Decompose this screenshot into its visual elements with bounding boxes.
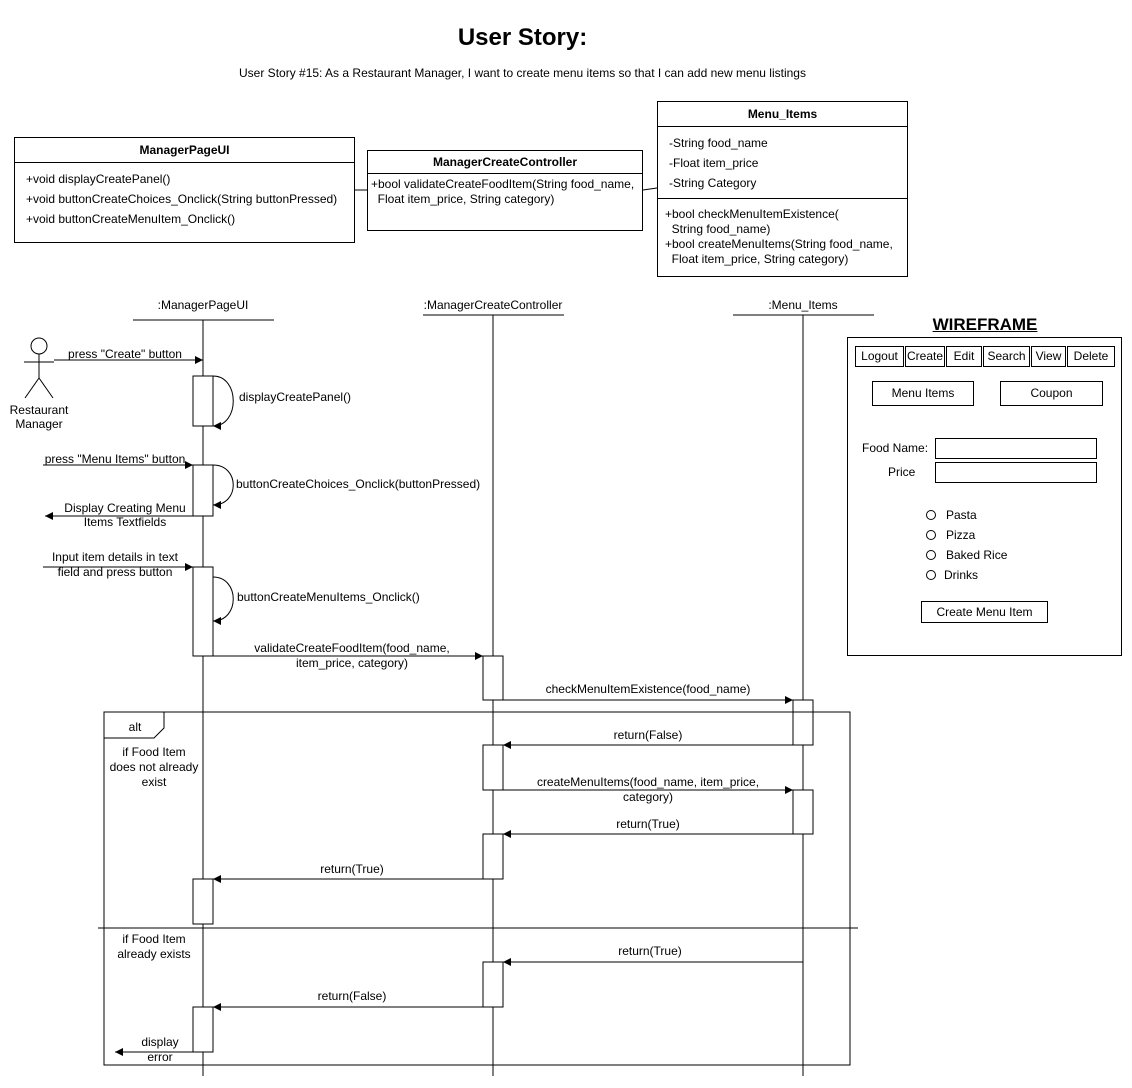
coupon-button[interactable]: Coupon (1000, 381, 1103, 406)
association-line (642, 187, 658, 191)
message-label: checkMenuItemExistence(food_name) (546, 682, 751, 696)
method: +void buttonCreateChoices_Onclick(String… (26, 192, 338, 206)
user-story-text: User Story #15: As a Restaurant Manager,… (239, 66, 806, 80)
toolbar-logout-button[interactable]: Logout (855, 346, 904, 367)
wireframe-frame: Logout Create Edit Search View Delete Me… (847, 337, 1122, 656)
guard-text: if Food Item (122, 932, 185, 946)
actor-icon (24, 337, 54, 399)
message-label: return(False) (614, 728, 683, 742)
actor-label: Manager (15, 417, 62, 431)
food-name-label: Food Name: (862, 441, 929, 455)
message-label: return(True) (618, 944, 682, 958)
category-label: Drinks (944, 568, 979, 582)
menu-items-button[interactable]: Menu Items (872, 381, 974, 406)
message-label: field and press button (58, 565, 173, 579)
wireframe-title: WIREFRAME (932, 315, 1038, 334)
message-label: press "Create" button (68, 347, 182, 361)
message-label: Display Creating Menu (64, 501, 185, 515)
message-label: buttonCreateMenuItems_Onclick() (237, 590, 420, 604)
activation-box (482, 833, 504, 880)
category-radio-pasta[interactable] (926, 510, 936, 520)
actor-label: Restaurant (10, 403, 69, 417)
message-label: return(False) (318, 989, 387, 1003)
activation-box (192, 1006, 214, 1053)
method: +bool checkMenuItemExistence( (665, 207, 839, 221)
page-title: User Story: (457, 24, 588, 51)
activation-box (792, 699, 814, 746)
toolbar-delete-button[interactable]: Delete (1067, 346, 1115, 367)
alt-fragment-tag (104, 711, 165, 739)
class-name: ManagerPageUI (15, 138, 354, 163)
message-label: displayCreatePanel() (239, 390, 351, 404)
lifeline-label: :ManagerCreateController (424, 298, 563, 312)
activation-box (192, 566, 214, 657)
activation-box (482, 655, 504, 701)
class-name: ManagerCreateController (368, 151, 642, 174)
message-label: Input item details in text (52, 550, 179, 564)
alt-label: alt (129, 720, 142, 734)
message-label: press "Menu Items" button (45, 452, 186, 466)
activation-box (482, 961, 504, 1008)
self-message-arrow (212, 576, 234, 625)
category-label: Baked Rice (946, 548, 1008, 562)
class-manager-page-ui: ManagerPageUI +void displayCreatePanel()… (14, 137, 355, 243)
category-radio-pizza[interactable] (926, 530, 936, 540)
activation-box (192, 878, 214, 925)
guard-text: does not already (110, 760, 199, 774)
lifeline-label: :ManagerPageUI (158, 298, 249, 312)
method: +bool createMenuItems(String food_name, (665, 237, 893, 251)
method: +bool validateCreateFoodItem(String food… (371, 177, 635, 191)
message-label: item_price, category) (296, 656, 408, 670)
activation-box (192, 375, 214, 427)
class-menu-items: Menu_Items -String food_name -Float item… (657, 101, 908, 277)
message-label: error (147, 1050, 172, 1064)
class-manager-create-controller: ManagerCreateController +bool validateCr… (367, 150, 643, 231)
activation-box (192, 464, 214, 517)
toolbar-view-button[interactable]: View (1031, 346, 1066, 367)
price-label: Price (888, 465, 916, 479)
method: +void buttonCreateMenuItem_Onclick() (26, 212, 236, 226)
self-message-arrow (212, 464, 234, 509)
message-label: return(True) (320, 862, 384, 876)
method: Float item_price, String category) (371, 192, 555, 206)
attribute: -String Category (669, 176, 757, 190)
activation-box (482, 744, 504, 791)
toolbar-search-button[interactable]: Search (983, 346, 1030, 367)
message-label: createMenuItems(food_name, item_price, (537, 775, 759, 789)
attribute: -Float item_price (669, 156, 759, 170)
guard-text: if Food Item (122, 745, 185, 759)
guard-text: exist (142, 775, 167, 789)
message-label: Items Textfields (84, 515, 166, 529)
method: Float item_price, String category) (665, 252, 849, 266)
create-menu-item-button[interactable]: Create Menu Item (921, 601, 1048, 623)
guard-text: already exists (117, 947, 190, 961)
message-label: validateCreateFoodItem(food_name, (254, 641, 449, 655)
category-label: Pizza (946, 528, 976, 542)
method: +void displayCreatePanel() (26, 172, 171, 186)
category-radio-drinks[interactable] (926, 570, 936, 580)
message-label: return(True) (616, 817, 680, 831)
toolbar-edit-button[interactable]: Edit (946, 346, 982, 367)
class-name: Menu_Items (658, 102, 907, 127)
message-label: category) (623, 790, 673, 804)
category-label: Pasta (946, 508, 977, 522)
toolbar-create-button[interactable]: Create (905, 346, 945, 367)
self-message-arrow (212, 375, 234, 430)
message-label: display (141, 1035, 178, 1049)
lifeline-label: :Menu_Items (768, 298, 837, 312)
message-label: buttonCreateChoices_Onclick(buttonPresse… (236, 477, 480, 491)
method: String food_name) (665, 222, 771, 236)
category-radio-baked-rice[interactable] (926, 550, 936, 560)
food-name-field[interactable] (935, 438, 1097, 459)
attribute: -String food_name (669, 136, 768, 150)
alt-fragment (103, 711, 851, 1066)
activation-box (792, 789, 814, 835)
price-field[interactable] (935, 462, 1097, 483)
